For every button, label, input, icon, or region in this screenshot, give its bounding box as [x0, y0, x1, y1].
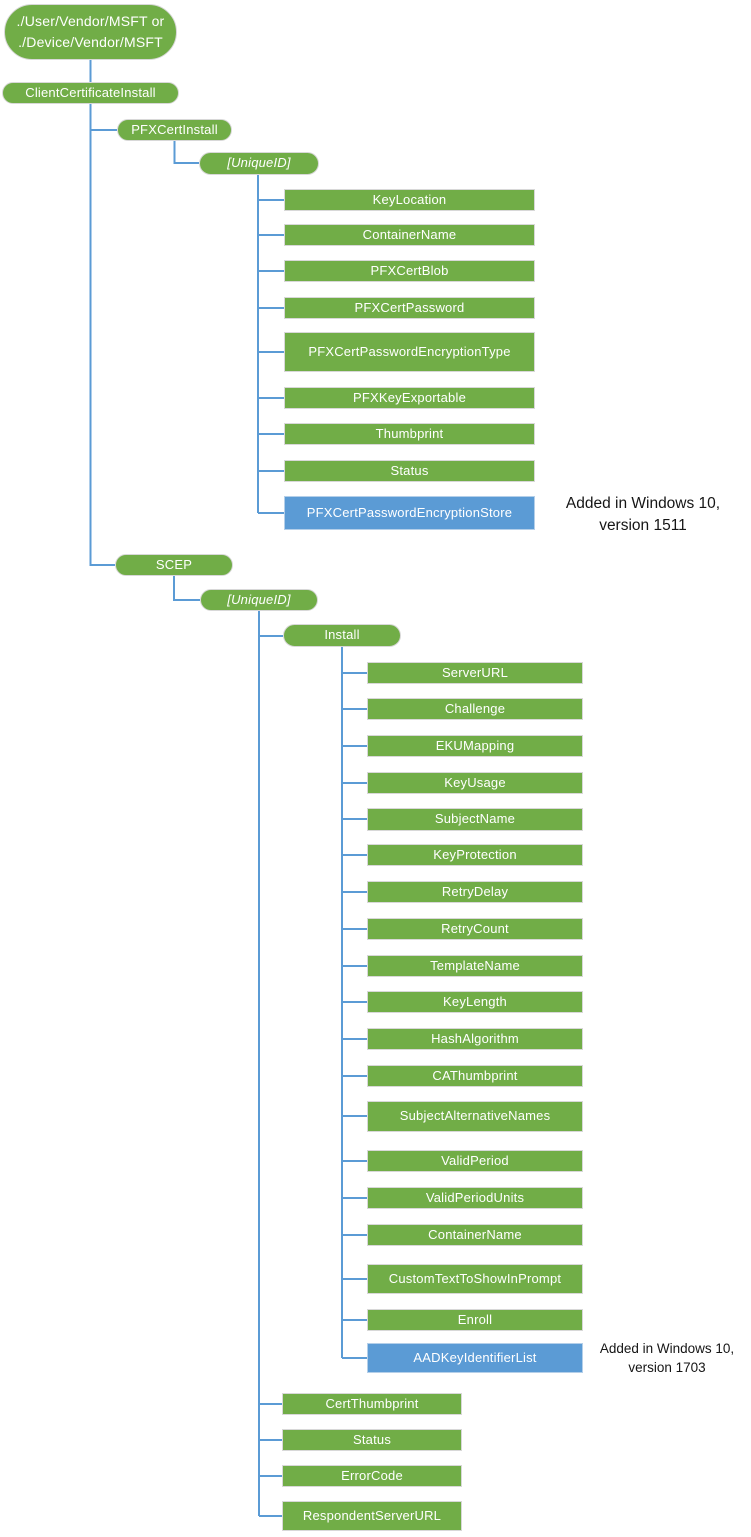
node-cathumbprint: CAThumbprint: [367, 1065, 583, 1087]
node-customtexttoshowinprompt: CustomTextToShowInPrompt: [367, 1264, 583, 1294]
node-validperiod: ValidPeriod: [367, 1150, 583, 1172]
node-keylength: KeyLength: [367, 991, 583, 1013]
node-hashalgorithm: HashAlgorithm: [367, 1028, 583, 1050]
node-serverurl: ServerURL: [367, 662, 583, 684]
annotation-added-1511: Added in Windows 10, version 1511: [540, 493, 746, 536]
annotation-1703-line2: version 1703: [628, 1359, 706, 1375]
node-install: Install: [283, 624, 401, 647]
root-label-line1: ./User/Vendor/MSFT or: [16, 13, 165, 29]
node-scep: SCEP: [115, 554, 233, 576]
node-pfxcertblob: PFXCertBlob: [284, 260, 535, 282]
node-root: ./User/Vendor/MSFT or ./Device/Vendor/MS…: [4, 4, 177, 60]
node-subjectalternativenames: SubjectAlternativeNames: [367, 1101, 583, 1132]
node-templatename: TemplateName: [367, 955, 583, 977]
node-pfx-status: Status: [284, 460, 535, 482]
root-label-line2: ./Device/Vendor/MSFT: [18, 34, 163, 50]
node-enroll: Enroll: [367, 1309, 583, 1331]
node-scep-status: Status: [282, 1429, 462, 1451]
node-pfx-uniqueid: [UniqueID]: [199, 152, 319, 175]
node-validperiodunits: ValidPeriodUnits: [367, 1187, 583, 1209]
node-respondentserverurl: RespondentServerURL: [282, 1501, 462, 1531]
node-keylocation: KeyLocation: [284, 189, 535, 211]
node-retrydelay: RetryDelay: [367, 881, 583, 903]
annotation-added-1703: Added in Windows 10, version 1703: [584, 1340, 750, 1378]
annotation-1511-line2: version 1511: [599, 516, 687, 534]
node-pfxcertpassword: PFXCertPassword: [284, 297, 535, 319]
node-keyprotection: KeyProtection: [367, 844, 583, 866]
node-install-containername: ContainerName: [367, 1224, 583, 1246]
node-ekumapping: EKUMapping: [367, 735, 583, 757]
node-pfxkeyexportable: PFXKeyExportable: [284, 387, 535, 409]
node-errorcode: ErrorCode: [282, 1465, 462, 1487]
node-clientcertificateinstall: ClientCertificateInstall: [2, 82, 179, 104]
node-scep-uniqueid: [UniqueID]: [200, 589, 318, 611]
annotation-1511-line1: Added in Windows 10,: [565, 495, 721, 512]
node-pfx-containername: ContainerName: [284, 224, 535, 246]
node-pfxcertpasswordencryptiontype: PFXCertPasswordEncryptionType: [284, 332, 535, 372]
node-challenge: Challenge: [367, 698, 583, 720]
node-aadkeyidentifierlist: AADKeyIdentifierList: [367, 1343, 583, 1373]
node-retrycount: RetryCount: [367, 918, 583, 940]
node-subjectname: SubjectName: [367, 808, 583, 831]
annotation-1703-line1: Added in Windows 10,: [599, 1341, 735, 1356]
node-pfxcertinstall: PFXCertInstall: [117, 119, 232, 141]
node-certthumbprint: CertThumbprint: [282, 1393, 462, 1415]
node-pfxcertpasswordencryptionstore: PFXCertPasswordEncryptionStore: [284, 496, 535, 530]
node-thumbprint: Thumbprint: [284, 423, 535, 445]
node-keyusage: KeyUsage: [367, 772, 583, 794]
